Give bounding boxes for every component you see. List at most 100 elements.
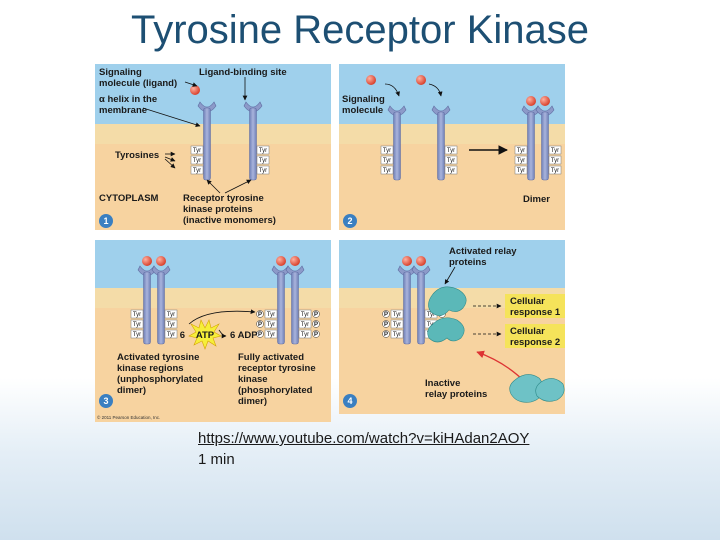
relay-proteins <box>427 286 565 403</box>
adp-label: 6 ADP <box>230 330 258 341</box>
ligand <box>526 96 536 106</box>
tyr-label: Tyr <box>267 312 275 318</box>
p1-alpha-helix-l2: membrane <box>99 105 147 116</box>
tyr-label: Tyr <box>551 158 559 164</box>
p2-signaling-molecule-l2: molecule <box>342 105 383 116</box>
ligand <box>290 256 300 266</box>
tyr-label: Tyr <box>133 332 141 338</box>
p1-receptor-l3: (inactive monomers) <box>183 215 276 226</box>
tyr-label: Tyr <box>517 158 525 164</box>
p1-cytoplasm: CYTOPLASM <box>99 193 159 204</box>
p2-dimer: Dimer <box>523 194 550 205</box>
p3-fully-activated-l5: dimer) <box>238 396 267 407</box>
ligand <box>540 96 550 106</box>
p1-number: 1 <box>103 216 108 226</box>
p3-arrows <box>188 309 256 339</box>
p2-ligand-2 <box>416 75 426 85</box>
tyr-label: Tyr <box>447 168 455 174</box>
phosphate-label: P <box>314 322 318 328</box>
p4-activated-relay-l1: Activated relay <box>449 246 517 257</box>
tyr-label: Tyr <box>301 332 309 338</box>
p3-fully-activated-l4: (phosphorylated <box>238 385 313 396</box>
tyr-label: Tyr <box>167 322 175 328</box>
phosphate-label: P <box>258 332 262 338</box>
p1-receptor-l1: Receptor tyrosine <box>183 193 264 204</box>
tyr-label: Tyr <box>427 322 435 328</box>
tyr-label: Tyr <box>267 322 275 328</box>
phosphate-label: P <box>314 332 318 338</box>
tyr-label: Tyr <box>551 168 559 174</box>
p2-number-badge <box>343 214 357 228</box>
tyr-label: Tyr <box>393 322 401 328</box>
response-2-l2: response 2 <box>510 337 560 348</box>
phosphate-label: P <box>384 322 388 328</box>
p4-number: 4 <box>347 396 352 406</box>
p3-fully-activated-l1: Fully activated <box>238 352 304 363</box>
response-1-l2: response 1 <box>510 307 561 318</box>
response-1-l1: Cellular <box>510 296 545 307</box>
tyr-label: Tyr <box>259 158 267 164</box>
tyr-label: Tyr <box>193 168 201 174</box>
p1-alpha-helix-l1: α helix in the <box>99 94 157 105</box>
tyr-label: Tyr <box>133 312 141 318</box>
ligand <box>142 256 152 266</box>
p4-inactive-relay-l1: Inactive <box>425 378 460 389</box>
slide-title: Tyrosine Receptor Kinase <box>130 8 589 52</box>
tyr-label: Tyr <box>383 168 391 174</box>
video-link[interactable]: https://www.youtube.com/watch?v=kiHAdan2… <box>198 430 530 447</box>
tyr-label: Tyr <box>133 322 141 328</box>
phosphate-label: P <box>258 312 262 318</box>
p3-activated-l3: (unphosphorylated <box>117 374 203 385</box>
p2-arrows <box>384 83 508 155</box>
tyr-label: Tyr <box>393 312 401 318</box>
p4-number-badge <box>343 394 357 408</box>
tyr-label: Tyr <box>383 148 391 154</box>
p3-activated-l2: kinase regions <box>117 363 184 374</box>
diagram-svg: TyrTyrTyrTyrTyrTyrTyrTyrTyrTyrTyrTyrTyrT… <box>95 64 565 422</box>
tyr-label: Tyr <box>517 168 525 174</box>
p4-inactive-relay-l2: relay proteins <box>425 389 487 400</box>
tyr-label: Tyr <box>167 332 175 338</box>
cellular-response-2-box <box>505 324 565 348</box>
response-2-l1: Cellular <box>510 326 545 337</box>
tyr-label: Tyr <box>427 312 435 318</box>
p1-number-badge <box>99 214 113 228</box>
tyr-label: Tyr <box>551 148 559 154</box>
atp-label: ATP <box>196 330 215 341</box>
copyright: © 2011 Pearson Education, Inc. <box>97 414 160 420</box>
tyr-label: Tyr <box>447 148 455 154</box>
phosphate-label: P <box>314 312 318 318</box>
phosphate-label: P <box>384 332 388 338</box>
p3-fully-activated-l2: receptor tyrosine <box>238 363 316 374</box>
p1-ligand <box>190 85 200 95</box>
ligand <box>156 256 166 266</box>
tyr-label: Tyr <box>517 148 525 154</box>
tyr-label: Tyr <box>383 158 391 164</box>
tyr-label: Tyr <box>301 322 309 328</box>
panel-1 <box>95 64 331 230</box>
tyr-label: Tyr <box>447 158 455 164</box>
p2-ligand-1 <box>366 75 376 85</box>
p1-tyrosines: Tyrosines <box>115 150 159 161</box>
phosphate-label: P <box>258 322 262 328</box>
tyr-label: Tyr <box>259 168 267 174</box>
p2-signaling-molecule-l1: Signaling <box>342 94 385 105</box>
tyr-label: Tyr <box>301 312 309 318</box>
ligand <box>416 256 426 266</box>
p4-activated-relay-l2: proteins <box>449 257 486 268</box>
cellular-response-1-box <box>505 294 565 318</box>
ligand <box>276 256 286 266</box>
receptor-proteins: TyrTyrTyrTyrTyrTyrTyrTyrTyrTyrTyrTyrTyrT… <box>130 75 562 345</box>
p3-activated-l4: dimer) <box>117 385 146 396</box>
tyr-label: Tyr <box>393 332 401 338</box>
tyr-label: Tyr <box>193 158 201 164</box>
